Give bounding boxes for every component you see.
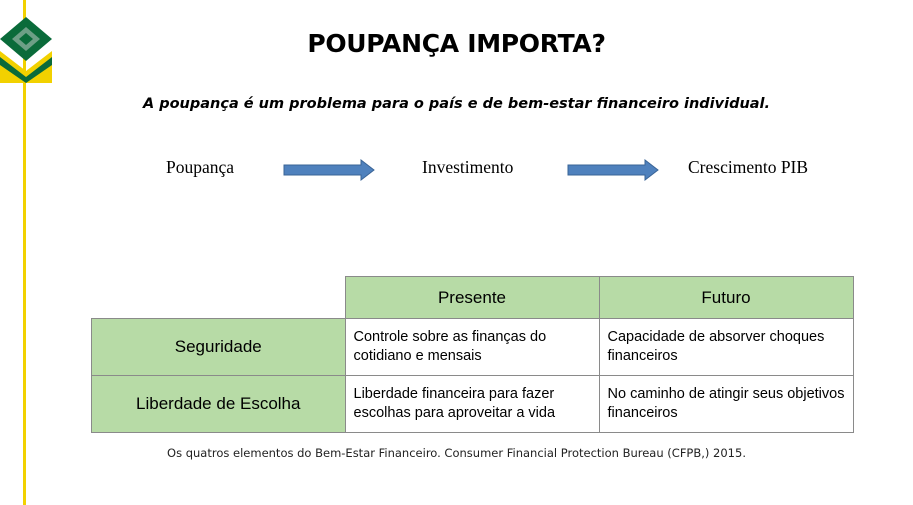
table-caption: Os quatros elementos do Bem-Estar Financ…: [167, 446, 746, 460]
left-accent-line: [23, 0, 26, 505]
table-cell: No caminho de atingir seus objetivos fin…: [598, 375, 854, 433]
table-cell: Controle sobre as finanças do cotidiano …: [344, 318, 600, 376]
flow-step-poupanca: Poupança: [166, 157, 235, 177]
page-title: POUPANÇA IMPORTA?: [307, 29, 606, 58]
right-arrow-icon: [567, 159, 659, 181]
table-row: Seguridade Controle sobre as finanças do…: [91, 318, 854, 376]
right-arrow-icon: [283, 159, 375, 181]
table-cell: Capacidade de absorver choques financeir…: [598, 318, 854, 376]
table-cell: Liberdade financeira para fazer escolhas…: [344, 375, 600, 433]
column-header-futuro: Futuro: [598, 276, 854, 319]
row-header-seguridade: Seguridade: [91, 318, 346, 376]
page-subtitle: A poupança é um problema para o país e d…: [142, 96, 771, 112]
logo-icon: [0, 17, 52, 83]
flow-step-crescimento: Crescimento PIB: [688, 157, 809, 177]
column-header-presente: Presente: [344, 276, 600, 319]
table-row: Liberdade de Escolha Liberdade financeir…: [91, 375, 854, 433]
flow-step-investimento: Investimento: [422, 157, 514, 177]
row-header-liberdade: Liberdade de Escolha: [91, 375, 346, 433]
table-corner: [92, 277, 346, 319]
wellbeing-table: Presente Futuro Seguridade Controle sobr…: [91, 276, 854, 433]
